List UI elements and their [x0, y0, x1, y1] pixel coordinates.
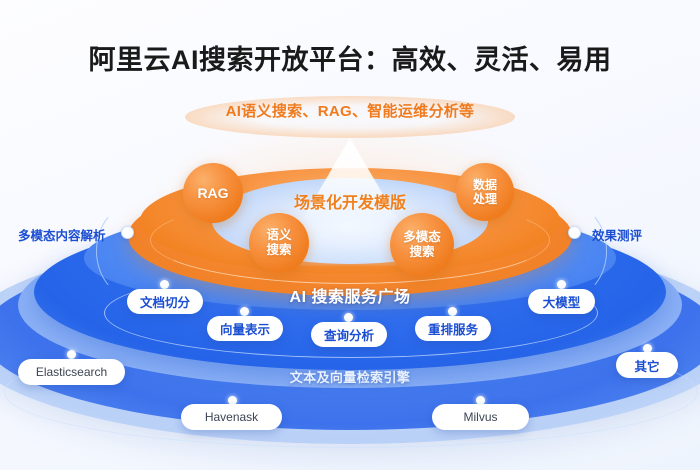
- pill-rerank-service[interactable]: 重排服务: [415, 316, 491, 341]
- base-tier-caption: 文本及向量检索引擎: [289, 370, 411, 385]
- right-connector-curve: [535, 205, 607, 297]
- dot-large-model: [557, 280, 566, 289]
- pill-query-analysis[interactable]: 查询分析: [311, 322, 387, 347]
- dot-elasticsearch: [67, 350, 76, 359]
- pill-others[interactable]: 其它: [616, 352, 678, 378]
- dot-document-chunking: [160, 280, 169, 289]
- top-tier-caption: 场景化开发模版: [293, 195, 406, 212]
- base-tier-arc-line: [4, 336, 698, 448]
- pill-vector-representation[interactable]: 向量表示: [207, 316, 283, 341]
- side-label-multimodal-content-parsing[interactable]: 多模态内容解析: [18, 229, 106, 243]
- pill-document-chunking[interactable]: 文档切分: [127, 289, 203, 314]
- dot-vector-representation: [240, 307, 249, 316]
- page-subtitle: AI语义搜索、RAG、智能运维分析等: [225, 103, 475, 120]
- dot-milvus: [476, 396, 485, 405]
- node-multimodal-search[interactable]: 多模态 搜索: [390, 213, 454, 277]
- dot-others: [643, 344, 652, 353]
- left-connector-curve: [96, 205, 168, 297]
- dot-rerank-service: [448, 307, 457, 316]
- middle-tier-caption: AI 搜索服务广场: [289, 289, 411, 306]
- node-rag[interactable]: RAG: [183, 163, 243, 223]
- node-semantic-search[interactable]: 语义 搜索: [249, 213, 309, 273]
- pill-milvus[interactable]: Milvus: [432, 404, 529, 430]
- node-data-processing-line-2: 处理: [472, 192, 497, 206]
- node-data-processing-line-1: 数据: [472, 177, 497, 192]
- subtitle-glow-ring: [185, 96, 515, 138]
- left-side-marker-dot: [121, 226, 134, 239]
- pill-havenask[interactable]: Havenask: [181, 404, 282, 430]
- node-multimodal-search-line-1: 多模态: [403, 230, 441, 245]
- node-data-processing[interactable]: 数据 处理: [456, 163, 514, 221]
- node-semantic-search-line-1: 语义: [266, 228, 292, 243]
- dot-havenask: [228, 396, 237, 405]
- right-side-marker-dot: [568, 226, 581, 239]
- node-multimodal-search-line-2: 搜索: [409, 245, 435, 259]
- node-semantic-search-line-2: 搜索: [266, 243, 292, 257]
- side-label-effect-evaluation[interactable]: 效果测评: [592, 229, 643, 243]
- node-rag-line-1: RAG: [197, 184, 229, 201]
- page-title: 阿里云AI搜索开放平台：高效、灵活、易用: [88, 45, 612, 75]
- dot-query-analysis: [344, 313, 353, 322]
- pill-large-model[interactable]: 大模型: [528, 289, 595, 314]
- pill-elasticsearch[interactable]: Elasticsearch: [18, 359, 125, 385]
